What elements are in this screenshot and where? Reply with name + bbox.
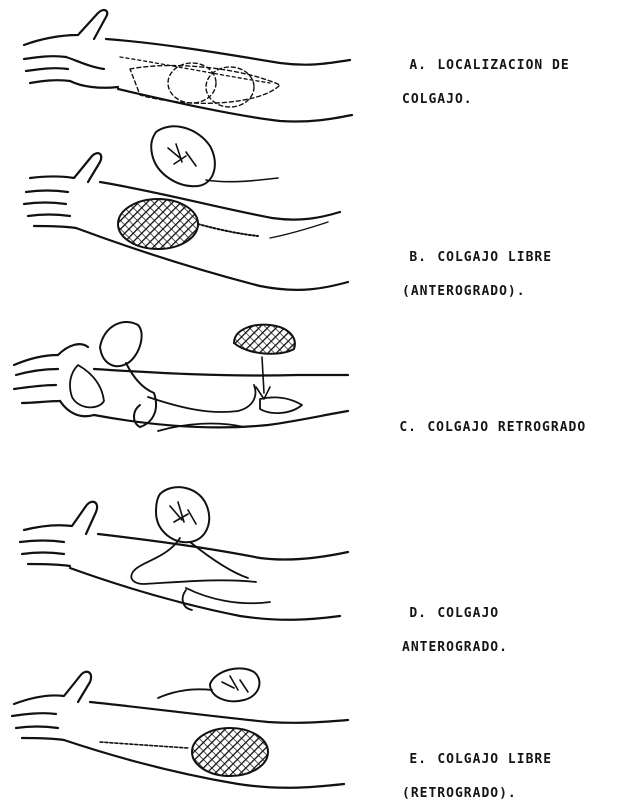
panel-title-line: (RETROGRADO). xyxy=(374,785,552,800)
panel-title-line: COLGAJO. xyxy=(374,91,570,108)
arm-figure-a xyxy=(20,5,360,135)
arm-figure-b xyxy=(10,118,360,303)
panel-title-line: COLGAJO LIBRE xyxy=(437,752,552,767)
panel-title-line: COLGAJO LIBRE xyxy=(437,250,552,265)
arm-figure-e xyxy=(8,640,353,798)
panel-letter: A. xyxy=(409,57,437,74)
panel-title-line: LOCALIZACION DE xyxy=(437,58,569,73)
arm-figure-c xyxy=(8,315,353,465)
panel-title-line: COLGAJO xyxy=(437,606,499,621)
panel-letter: D. xyxy=(409,605,437,622)
panel-label-d: D.COLGAJO ANTEROGRADO. xyxy=(374,588,508,690)
panel-title-line: (ANTEROGRADO). xyxy=(374,283,552,300)
panel-letter: C. xyxy=(399,419,427,436)
panel-letter: B. xyxy=(409,249,437,266)
arm-figure-d xyxy=(10,478,355,633)
panel-label-a: A.LOCALIZACION DE COLGAJO. xyxy=(374,40,570,142)
panel-label-e: E.COLGAJO LIBRE (RETROGRADO). xyxy=(374,734,552,800)
panel-title-line: COLGAJO RETROGRADO xyxy=(427,420,586,435)
panel-label-b: B.COLGAJO LIBRE (ANTEROGRADO). xyxy=(374,232,552,334)
panel-letter: E. xyxy=(409,751,437,768)
panel-label-c: C.COLGAJO RETROGRADO xyxy=(364,402,586,453)
panel-title-line: ANTEROGRADO. xyxy=(374,639,508,656)
